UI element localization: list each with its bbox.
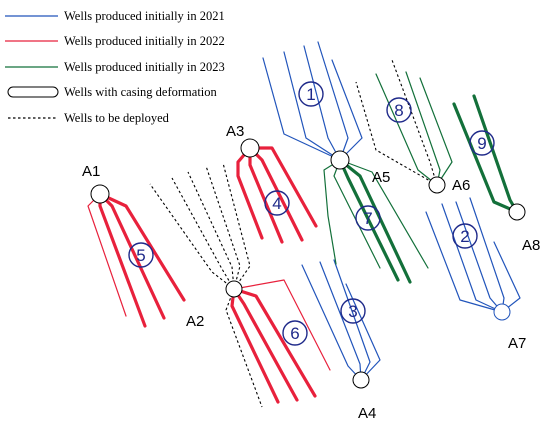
legend-item-2023: Wells produced initially in 2023 bbox=[5, 60, 225, 74]
zone-number: 2 bbox=[460, 227, 469, 246]
well-line bbox=[262, 57, 341, 161]
zone-badge-8: 8 bbox=[386, 97, 412, 123]
well-line bbox=[493, 241, 521, 313]
well-line bbox=[222, 162, 251, 290]
pad-label-a3: A3 bbox=[226, 123, 244, 140]
zone-badge-2: 2 bbox=[452, 223, 478, 249]
zone-badge-ring bbox=[469, 130, 495, 156]
wellgroup-a7 bbox=[425, 197, 521, 313]
zone-number: 5 bbox=[136, 246, 145, 265]
well-line bbox=[331, 59, 363, 161]
well-line bbox=[323, 159, 341, 265]
pad-markers bbox=[90, 138, 526, 389]
well-line bbox=[425, 211, 503, 313]
zone-badge-ring bbox=[282, 320, 308, 346]
legend-swatch-casing-deformation bbox=[7, 86, 59, 98]
legend-label-2023: Wells produced initially in 2023 bbox=[64, 60, 225, 74]
zone-number: 7 bbox=[363, 209, 372, 228]
well-line bbox=[345, 283, 381, 381]
well-line bbox=[232, 287, 299, 402]
legend-item-2022: Wells produced initially in 2022 bbox=[5, 34, 225, 48]
legend-item-2021: Wells produced initially in 2021 bbox=[5, 9, 225, 23]
well-line bbox=[355, 81, 438, 186]
pad-marker-a5 bbox=[330, 150, 350, 170]
zone-badge-9: 9 bbox=[469, 130, 495, 156]
pad-label-a4: A4 bbox=[358, 405, 376, 422]
legend-item-casing-deformation: Wells with casing deformation bbox=[7, 85, 218, 99]
zone-badge-ring bbox=[128, 242, 154, 268]
pad-marker-a1 bbox=[90, 184, 110, 204]
wellgroup-a2-planned bbox=[149, 162, 263, 408]
pad-marker-a2 bbox=[225, 280, 243, 298]
pad-marker-a6 bbox=[428, 176, 446, 194]
pad-label-a7: A7 bbox=[508, 335, 526, 352]
pad-label-a6: A6 bbox=[452, 177, 470, 194]
well-line bbox=[472, 94, 519, 214]
well-line bbox=[455, 201, 503, 313]
zone-number: 6 bbox=[290, 324, 299, 343]
well-line bbox=[317, 41, 349, 161]
legend: Wells produced initially in 2021 Wells p… bbox=[5, 9, 225, 125]
pad-labels: A1 A2 A3 A4 A5 A6 A7 A8 bbox=[82, 123, 540, 422]
zone-badge-ring bbox=[386, 97, 412, 123]
zone-number: 3 bbox=[348, 302, 357, 321]
well-line bbox=[87, 193, 127, 317]
well-line bbox=[149, 183, 235, 290]
zone-badge-3: 3 bbox=[340, 298, 366, 324]
pad-label-a8: A8 bbox=[522, 237, 540, 254]
well-line bbox=[339, 159, 429, 269]
zone-badge-ring bbox=[355, 205, 381, 231]
zone-badge-ring bbox=[452, 223, 478, 249]
well-line bbox=[171, 177, 235, 290]
zone-badges: 1 2 3 4 5 6 7 8 bbox=[128, 81, 495, 346]
zone-badge-ring bbox=[264, 190, 290, 216]
zone-number: 8 bbox=[394, 101, 403, 120]
well-line bbox=[441, 203, 503, 313]
well-line bbox=[419, 77, 453, 186]
pad-marker-a3 bbox=[240, 138, 260, 158]
pad-marker-a7 bbox=[493, 303, 511, 321]
well-line bbox=[98, 192, 186, 302]
zone-badge-ring bbox=[298, 81, 324, 107]
zone-badge-6: 6 bbox=[282, 320, 308, 346]
legend-label-to-be-deployed: Wells to be deployed bbox=[64, 111, 170, 125]
wellgroup-a4 bbox=[301, 259, 381, 381]
zone-badge-4: 4 bbox=[264, 190, 290, 216]
zone-badge-7: 7 bbox=[355, 205, 381, 231]
well-line bbox=[187, 171, 235, 290]
zone-number: 9 bbox=[477, 134, 486, 153]
zone-number: 4 bbox=[272, 194, 281, 213]
pad-marker-a8 bbox=[508, 203, 526, 221]
well-line bbox=[283, 51, 341, 161]
pad-label-a5: A5 bbox=[372, 169, 390, 186]
zone-number: 1 bbox=[306, 85, 315, 104]
pad-label-a1: A1 bbox=[82, 163, 100, 180]
wellgroup-a6-planned bbox=[355, 59, 438, 186]
pad-marker-a4 bbox=[352, 371, 370, 389]
legend-label-casing-deformation: Wells with casing deformation bbox=[64, 85, 218, 99]
zone-badge-1: 1 bbox=[298, 81, 324, 107]
well-line bbox=[405, 71, 441, 186]
well-line bbox=[391, 59, 438, 186]
legend-label-2021: Wells produced initially in 2021 bbox=[64, 9, 225, 23]
zone-badge-ring bbox=[340, 298, 366, 324]
legend-item-to-be-deployed: Wells to be deployed bbox=[8, 111, 170, 125]
well-line bbox=[233, 279, 331, 371]
pad-label-a2: A2 bbox=[186, 313, 204, 330]
legend-label-2022: Wells produced initially in 2022 bbox=[64, 34, 225, 48]
zone-badge-5: 5 bbox=[128, 242, 154, 268]
wellgroup-a2 bbox=[230, 279, 331, 404]
well-line bbox=[98, 192, 166, 320]
